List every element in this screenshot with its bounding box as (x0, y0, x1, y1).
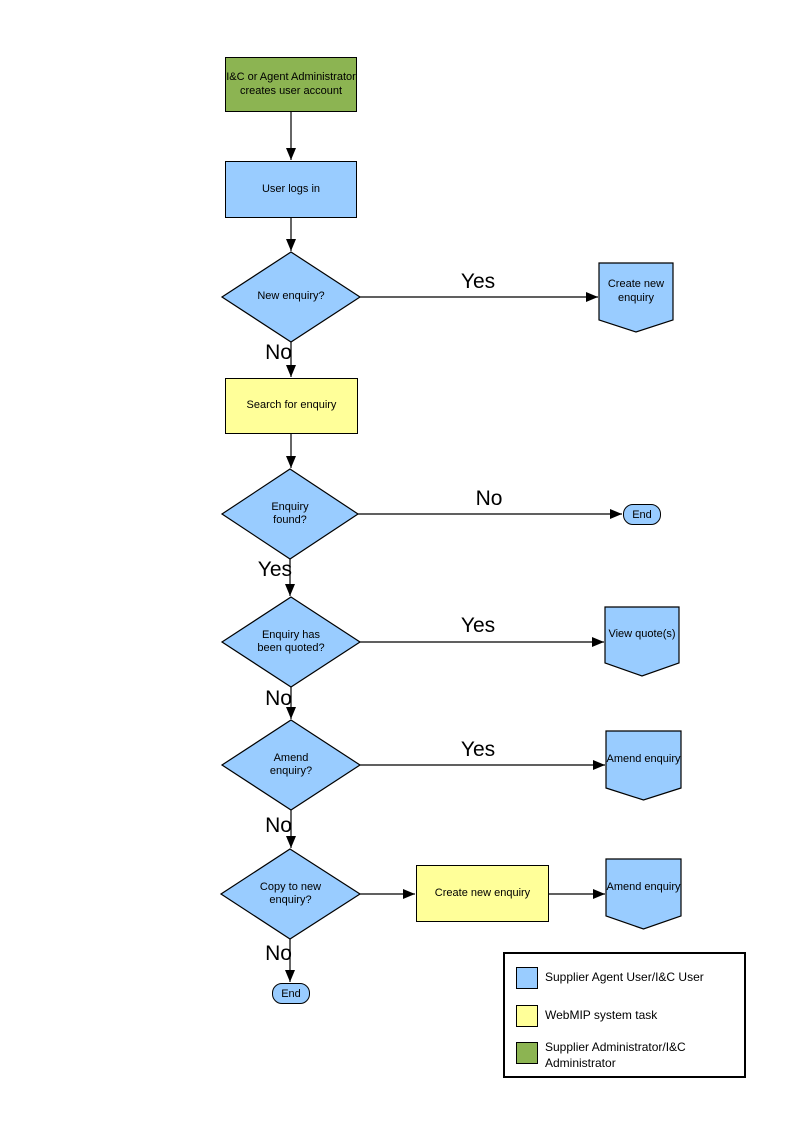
legend-box: Supplier Agent User/I&C User WebMIP syst… (503, 952, 746, 1078)
edge-label-copy-no: No (265, 942, 292, 965)
end-bottom-label: End (281, 987, 301, 1000)
admin-creates-account-box: I&C or Agent Administrator creates user … (225, 57, 357, 112)
view-quotes-offpage-shape (604, 606, 680, 677)
user-logs-in-box: User logs in (225, 161, 357, 218)
edge-label-found-yes: Yes (257, 558, 292, 581)
search-for-enquiry-box: Search for enquiry (225, 378, 358, 434)
user-logs-in-label: User logs in (261, 182, 321, 195)
search-for-enquiry-label: Search for enquiry (246, 399, 337, 412)
copy-to-new-enquiry-decision-shape (219, 848, 362, 940)
end-terminator-right: End (623, 504, 661, 525)
legend-label-user: Supplier Agent User/I&C User (545, 970, 704, 984)
end-terminator-bottom: End (272, 983, 310, 1004)
edge-label-amend-yes: Yes (460, 738, 496, 761)
amend-enquiry-decision-shape (220, 719, 362, 811)
end-right-label: End (632, 508, 652, 521)
edge-label-new-enquiry-no: No (265, 341, 292, 364)
edge-label-quoted-yes: Yes (460, 614, 496, 637)
edge-label-found-no: No (475, 487, 503, 510)
enquiry-found-decision-shape (220, 468, 360, 560)
edge-label-quoted-no: No (265, 687, 292, 710)
edge-label-new-enquiry-yes: Yes (460, 270, 496, 293)
new-enquiry-decision-shape (220, 251, 362, 343)
create-new-enquiry-task-label: Create new enquiry (434, 886, 531, 899)
admin-creates-account-label: I&C or Agent Administrator creates user … (226, 71, 356, 97)
enquiry-quoted-decision-shape (220, 596, 362, 688)
legend-label-admin: Supplier Administrator/I&C Administrator (545, 1040, 686, 1070)
amend-enquiry-offpage-shape-2 (605, 858, 682, 930)
legend-swatch-admin (516, 1042, 538, 1064)
create-new-enquiry-task-box: Create new enquiry (416, 865, 549, 922)
legend-swatch-system (516, 1005, 538, 1027)
legend-label-system: WebMIP system task (545, 1008, 658, 1022)
edge-label-amend-no: No (265, 814, 292, 837)
create-new-enquiry-offpage-shape (598, 262, 674, 333)
amend-enquiry-offpage-shape-1 (605, 730, 682, 801)
legend-swatch-user (516, 967, 538, 989)
